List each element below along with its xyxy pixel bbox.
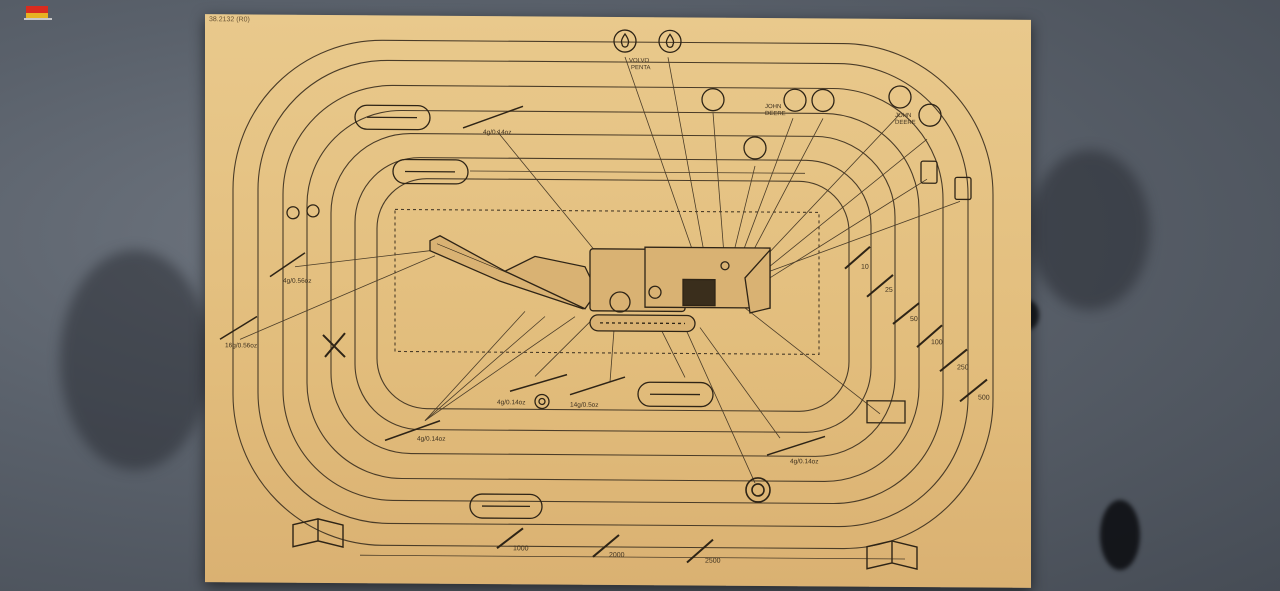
wall-stain [1030, 150, 1150, 310]
interval-250: 250 [957, 364, 969, 371]
belt-tension-icon [286, 204, 320, 220]
grease-gun-icon [219, 105, 826, 456]
grease-label: 4g/0.56oz [283, 278, 312, 285]
interval-2500: 2500 [705, 558, 721, 565]
track-ring [282, 84, 944, 505]
oil-drop-icon [613, 29, 682, 54]
watermark-logo [24, 6, 52, 20]
filter-icon [701, 88, 767, 160]
crusher-machine [429, 235, 771, 333]
interval-50: 50 [910, 316, 918, 323]
gear-drop-icon [745, 477, 771, 503]
grease-label: 4g/0.14oz [417, 436, 446, 443]
maintenance-plate: 38.2132 (R0) [205, 14, 1031, 588]
interval-100: 100 [931, 339, 943, 346]
volvo-label-1: VOLVO [629, 58, 650, 64]
wall-stain [1100, 500, 1140, 570]
john-deere-label-3: JOHN [895, 113, 911, 119]
grease-label: 4g/0.14oz [497, 399, 526, 406]
track-ring [330, 133, 896, 457]
interval-1000: 1000 [513, 545, 529, 552]
wall-stain [60, 250, 210, 470]
tools-icon [322, 332, 346, 358]
grease-label: 4g/0.14oz [790, 458, 819, 465]
grease-label: 16g/0.56oz [225, 342, 257, 349]
interval-25: 25 [885, 287, 893, 294]
grease-label: 4g/0.14oz [483, 129, 512, 136]
interval-10: 10 [861, 264, 869, 271]
john-deere-label-4: DEERE [895, 120, 916, 126]
conveyor-oval-icon [354, 104, 714, 520]
john-deere-label-1: JOHN [765, 104, 781, 110]
interval-2000: 2000 [609, 552, 625, 559]
maintenance-diagram: VOLVO PENTA JOHN DEERE JOHN DEERE [219, 29, 994, 570]
manual-book-icon [292, 518, 918, 570]
wrench-icon [496, 246, 988, 564]
grease-label: 14g/0.5oz [570, 402, 599, 409]
fuel-pump-icon [920, 160, 972, 201]
machine-area [394, 208, 820, 355]
track-ring [376, 178, 850, 412]
battery-icon [866, 400, 906, 424]
john-deere-label-2: DEERE [765, 111, 786, 117]
track-ring [232, 39, 994, 550]
track-ring [354, 157, 872, 433]
track-ring [257, 59, 969, 528]
oil-drop-icon [783, 85, 942, 127]
volvo-label-2: PENTA [631, 65, 651, 71]
track-ring [306, 109, 920, 482]
bearing-icon [534, 393, 550, 410]
interval-500: 500 [978, 395, 990, 402]
